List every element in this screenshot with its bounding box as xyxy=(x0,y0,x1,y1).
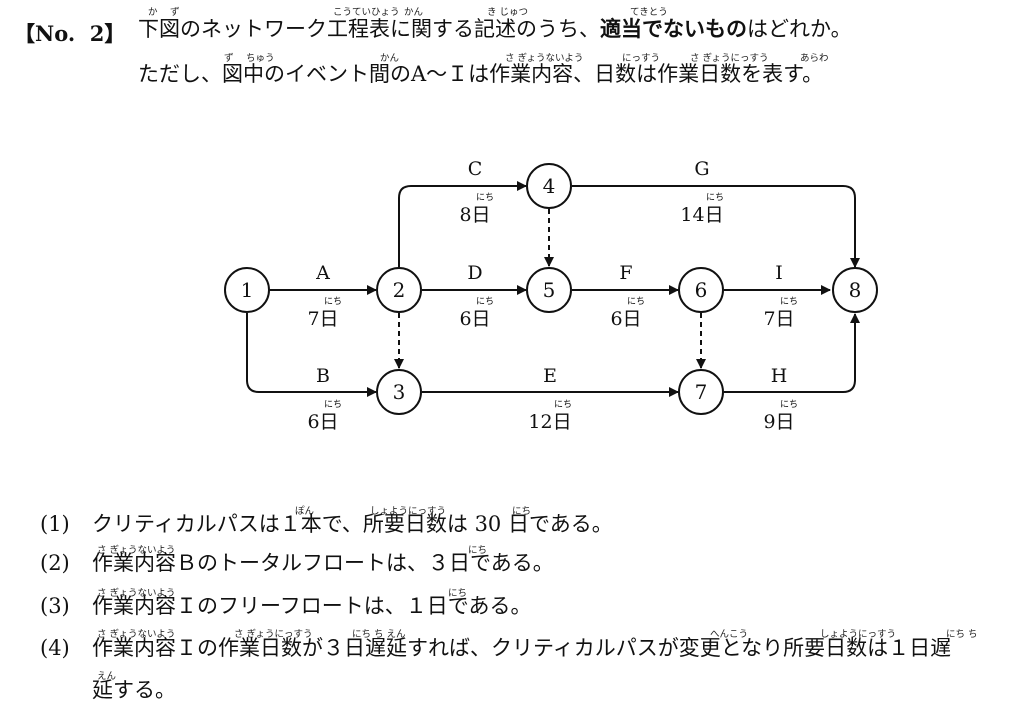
ruby-zu: ず xyxy=(170,7,180,18)
activity-g-days: 14日 xyxy=(680,204,723,226)
choice-1-number: (1) xyxy=(40,512,70,536)
node-3: 3 xyxy=(376,369,422,415)
activity-a-name: A xyxy=(315,262,330,284)
ruby-sagyounaiyou: さ ぎょうないよう xyxy=(505,53,584,64)
ruby-day-a: にち xyxy=(324,296,342,307)
ruby-day-b: にち xyxy=(324,399,342,410)
ruby-kan: かん xyxy=(404,7,424,18)
arrow-c xyxy=(398,181,527,267)
node-8-label: 8 xyxy=(849,278,862,302)
ruby-en: えん xyxy=(97,671,117,682)
arrow-b xyxy=(246,313,377,397)
node-6: 6 xyxy=(678,267,724,313)
ruby-day-h: にち xyxy=(780,399,798,410)
ruby-day-i: にち xyxy=(780,296,798,307)
ruby-nichichi: にち ち xyxy=(946,629,978,640)
ruby-kouteihyou: こうていひょう xyxy=(333,7,400,18)
ruby-sagyounissuu: さ ぎょうにっすう xyxy=(690,53,769,64)
activity-i-days: 7日 xyxy=(763,308,794,330)
ruby-nichi-3: にち xyxy=(448,588,468,599)
question-text-a: 下図のネットワーク工程表に関する記述のうち、 xyxy=(138,17,600,41)
choice-3-text: 作業内容Ｉのフリーフロートは、１日である。 xyxy=(92,594,532,618)
ruby-sagyounissuu-4: さ ぎょうにっすう xyxy=(234,629,313,640)
choice-3[interactable]: (3) 作業内容Ｉのフリーフロートは、１日である。 xyxy=(40,596,532,617)
ruby-sagyounaiyou-3: さ ぎょうないよう xyxy=(97,588,176,599)
ruby-day-e: にち xyxy=(554,399,572,410)
question-line-1: 下図のネットワーク工程表に関する記述のうち、適当でないものはどれか。 xyxy=(138,18,852,40)
ruby-sagyounaiyou-4: さ ぎょうないよう xyxy=(97,629,176,640)
choice-4-number: (4) xyxy=(40,636,70,660)
ruby-day-d: にち xyxy=(476,296,494,307)
activity-b-name: B xyxy=(316,365,330,387)
node-5-label: 5 xyxy=(543,278,556,302)
choice-2-number: (2) xyxy=(40,551,70,575)
activity-b-days: 6日 xyxy=(307,411,338,433)
choice-2-text: 作業内容Ｂのトータルフロートは、３日である。 xyxy=(92,551,554,575)
node-8: 8 xyxy=(832,267,878,313)
activity-i-name: I xyxy=(775,262,783,284)
activity-d-name: D xyxy=(467,262,482,284)
ruby-day-f: にち xyxy=(627,296,645,307)
question-number: 【No. 2】 xyxy=(14,21,126,46)
choice-1[interactable]: (1) クリティカルパスは１本で、所要日数は 30 日である。 xyxy=(40,514,613,535)
ruby-sagyounaiyou-2: さ ぎょうないよう xyxy=(97,545,176,556)
ruby-kijutsu: き じゅつ xyxy=(487,7,529,18)
activity-c-name: C xyxy=(468,158,483,180)
choice-3-number: (3) xyxy=(40,594,70,618)
activity-h-days: 9日 xyxy=(763,411,794,433)
node-2-label: 2 xyxy=(393,278,406,302)
node-6-label: 6 xyxy=(695,278,708,302)
activity-c-days: 8日 xyxy=(459,204,490,226)
ruby-nichichien: にち ち えん xyxy=(352,629,406,640)
node-1-label: 1 xyxy=(241,278,254,302)
arrow-g xyxy=(572,185,860,268)
ruby-nichi-1: にち xyxy=(512,506,532,517)
ruby-tekitou: てきとう xyxy=(630,7,668,18)
ruby-ka: か xyxy=(148,7,158,18)
node-1: 1 xyxy=(224,267,270,313)
activity-e-name: E xyxy=(543,365,557,387)
ruby-day-c: にち xyxy=(476,192,494,203)
ruby-arawa: あらわ xyxy=(800,53,829,64)
node-4-label: 4 xyxy=(543,174,556,198)
node-2: 2 xyxy=(376,267,422,313)
activity-g-name: G xyxy=(694,158,709,180)
choice-4-text: 作業内容Ｉの作業日数が３日遅延すれば、クリティカルパスが変更となり所要日数は１日… xyxy=(92,636,952,660)
ruby-kan2: かん xyxy=(380,53,400,64)
node-4: 4 xyxy=(526,163,572,209)
choice-1-text: クリティカルパスは１本で、所要日数は 30 日である。 xyxy=(92,512,613,536)
question-text-b: はどれか。 xyxy=(747,17,852,41)
ruby-shoyounissuu-4: しょようにっすう xyxy=(820,629,897,640)
activity-d-days: 6日 xyxy=(459,308,490,330)
ruby-hon: ぽん xyxy=(295,506,315,517)
choice-4[interactable]: (4) 作業内容Ｉの作業日数が３日遅延すれば、クリティカルパスが変更となり所要日数… xyxy=(40,638,951,659)
ruby-chuu: ちゅう xyxy=(246,53,275,64)
node-7: 7 xyxy=(678,369,724,415)
question-line-2: ただし、図中のイベント間のA～Ｉは作業内容、日数は作業日数を表す。 xyxy=(138,62,824,86)
activity-e-days: 12日 xyxy=(528,411,571,433)
node-5: 5 xyxy=(526,267,572,313)
activity-f-name: F xyxy=(619,262,632,284)
choice-4-continued-text: 延する。 xyxy=(92,678,176,702)
ruby-nissuu: にっすう xyxy=(622,53,661,64)
ruby-day-g: にち xyxy=(706,192,724,203)
ruby-shoyounissuu: しょようにっすう xyxy=(370,506,447,517)
choice-2[interactable]: (2) 作業内容Ｂのトータルフロートは、３日である。 xyxy=(40,553,554,574)
ruby-zu2: ず xyxy=(224,53,234,64)
ruby-henkou: へんこう xyxy=(710,629,749,640)
activity-f-days: 6日 xyxy=(610,308,641,330)
choice-4-continued: 延する。 xyxy=(40,680,176,701)
activity-a-days: 7日 xyxy=(307,308,338,330)
question-text-bold: 適当でないもの xyxy=(600,16,747,41)
node-3-label: 3 xyxy=(393,380,406,404)
activity-h-name: H xyxy=(771,365,788,387)
node-7-label: 7 xyxy=(695,380,708,404)
arrow-h xyxy=(724,313,860,393)
ruby-nichi-2: にち xyxy=(468,545,488,556)
